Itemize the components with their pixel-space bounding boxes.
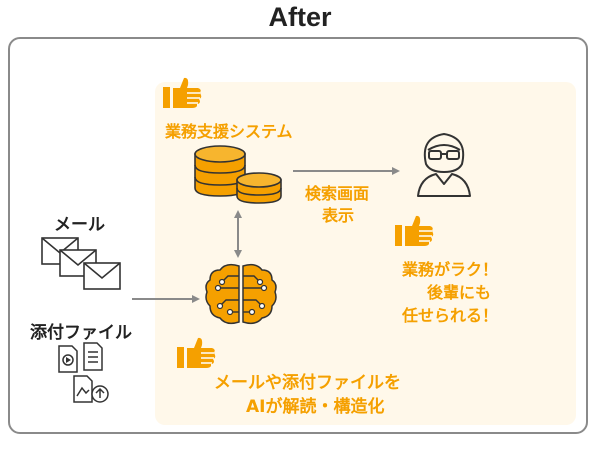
database-icon bbox=[194, 145, 282, 204]
thumbs-up-icon bbox=[163, 77, 202, 108]
ai-brain-icon bbox=[205, 263, 277, 325]
result-line1: 業務がラク！ bbox=[402, 260, 499, 279]
user-glasses-icon bbox=[417, 133, 471, 197]
result-line3: 任せられる！ bbox=[402, 306, 499, 325]
system-label: 業務支援システム bbox=[165, 122, 293, 141]
thumbs-up-icon bbox=[395, 215, 434, 246]
thumbs-up-icon bbox=[177, 337, 216, 368]
attachment-label: 添付ファイル bbox=[30, 323, 132, 343]
mail-label: メール bbox=[54, 215, 105, 235]
search-display-label-line1: 検索画面 bbox=[305, 184, 370, 203]
search-display-label-line2: 表示 bbox=[322, 206, 355, 225]
mail-stack-icon bbox=[41, 237, 121, 290]
result-line2: 後輩にも bbox=[427, 283, 492, 302]
ai-caption-line1: メールや添付ファイルを bbox=[214, 373, 401, 393]
page-title: After bbox=[268, 2, 332, 32]
system-panel bbox=[155, 82, 576, 425]
files-icon bbox=[58, 342, 109, 403]
ai-caption-line2: AIが解読・構造化 bbox=[246, 397, 385, 417]
